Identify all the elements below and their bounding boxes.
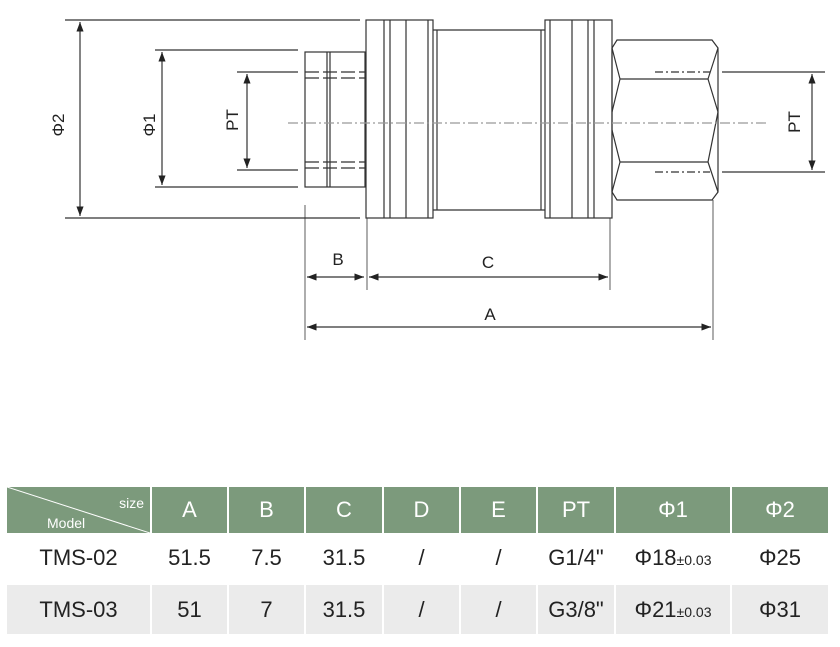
col-header: D [384, 487, 459, 533]
e-cell: / [461, 585, 536, 634]
col-header: B [229, 487, 304, 533]
e-cell: / [461, 533, 536, 585]
b-cell: 7 [229, 585, 304, 634]
phi2-cell: Φ31 [732, 585, 828, 634]
corner-cell: size Model [7, 487, 150, 533]
d-cell: / [384, 533, 459, 585]
table-row: TMS-02 51.5 7.5 31.5 / / G1/4" Φ18±0.03 … [7, 533, 828, 585]
model-cell: TMS-03 [7, 585, 150, 634]
model-cell: TMS-02 [7, 533, 150, 585]
col-header: A [152, 487, 227, 533]
c-dim-label: C [482, 253, 494, 272]
size-label: size [119, 495, 144, 511]
phi1-label: Φ1 [140, 113, 159, 136]
c-cell: 31.5 [306, 585, 382, 634]
phi2-label: Φ2 [49, 113, 68, 136]
phi1-tolerance: ±0.03 [676, 551, 712, 568]
col-header: E [461, 487, 536, 533]
table-header: size Model A B C D E PT Φ1 Φ2 [7, 487, 828, 533]
model-label: Model [47, 515, 86, 531]
col-header: Φ2 [732, 487, 828, 533]
phi1-value: Φ21 [634, 596, 677, 622]
c-cell: 31.5 [306, 533, 382, 585]
table-row: TMS-03 51 7 31.5 / / G3/8" Φ21±0.03 Φ31 [7, 585, 828, 634]
b-cell: 7.5 [229, 533, 304, 585]
pt-cell: G1/4" [538, 533, 614, 585]
a-cell: 51.5 [152, 533, 227, 585]
b-dim-label: B [332, 250, 343, 269]
pt-left-label: PT [223, 109, 242, 131]
pt-cell: G3/8" [538, 585, 614, 634]
d-cell: / [384, 585, 459, 634]
col-header: C [306, 487, 382, 533]
coupling-drawing: Φ2 Φ1 PT PT B C A [49, 19, 825, 340]
col-header: PT [538, 487, 614, 533]
phi2-cell: Φ25 [732, 533, 828, 585]
a-dim-label: A [484, 305, 496, 324]
col-header: Φ1 [616, 487, 730, 533]
pt-right-label: PT [785, 111, 804, 133]
phi1-value: Φ18 [634, 544, 677, 570]
a-cell: 51 [152, 585, 227, 634]
phi1-cell: Φ21±0.03 [616, 585, 730, 634]
spec-table: size Model A B C D E PT Φ1 Φ2 TMS-02 51.… [5, 487, 830, 634]
phi1-tolerance: ±0.03 [676, 603, 712, 620]
phi1-cell: Φ18±0.03 [616, 533, 730, 585]
